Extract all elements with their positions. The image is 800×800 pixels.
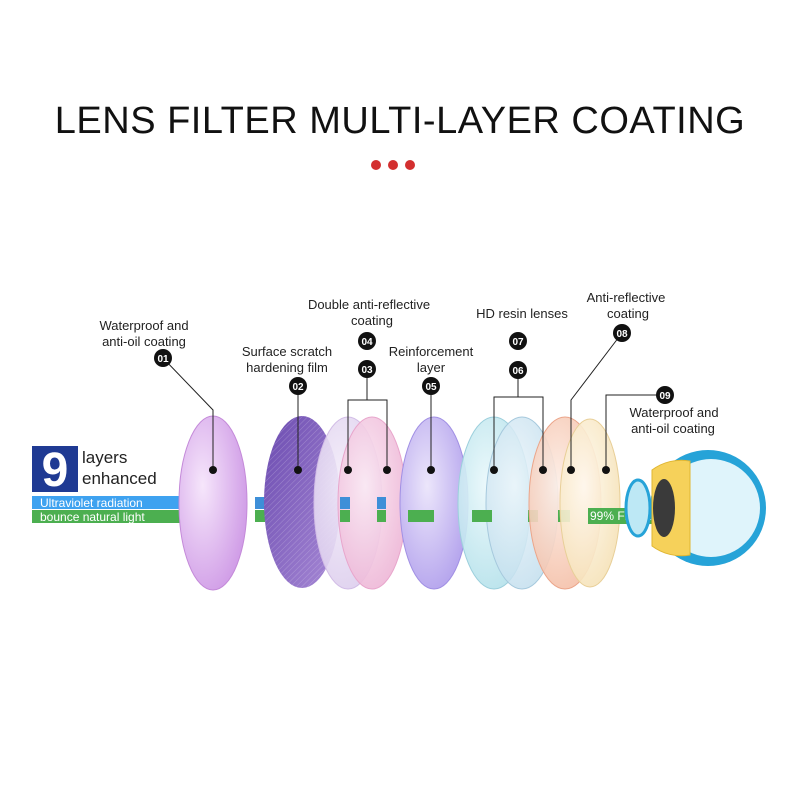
num-badge-06 [509, 361, 527, 379]
num-badge-04 [358, 332, 376, 350]
uv-bar-segment [377, 497, 386, 509]
light-bars: Ultraviolet radiation bounce natural lig… [32, 496, 210, 524]
uv-bar-segment [340, 497, 350, 509]
light-bar-segment [408, 510, 434, 522]
num-badge-02 [289, 377, 307, 395]
label-05-line2: layer [417, 360, 446, 375]
marker-04 [383, 466, 391, 474]
badge-square [32, 446, 78, 492]
num-badge-05 [422, 377, 440, 395]
uv-bar-label: Ultraviolet radiation [40, 496, 143, 510]
light-bar [32, 510, 210, 523]
marker-08 [567, 466, 575, 474]
label-01-line1: Waterproof and [99, 318, 188, 333]
label-05-line1: Reinforcement [389, 344, 474, 359]
light-bar-segment [377, 510, 386, 522]
eye-lens [653, 479, 675, 537]
eye-cornea [624, 478, 652, 538]
num-text-08: 08 [616, 329, 628, 340]
layer-labels: Waterproof and anti-oil coating Surface … [99, 290, 718, 436]
label-04-line1: Double anti-reflective [308, 297, 430, 312]
num-text-05: 05 [425, 382, 437, 393]
label-09-line1: Waterproof and [629, 405, 718, 420]
num-text-01: 01 [157, 354, 169, 365]
marker-03 [344, 466, 352, 474]
light-bar-segment [340, 510, 350, 522]
num-badge-01 [154, 349, 172, 367]
accent-dot [405, 160, 415, 170]
num-text-07: 07 [512, 337, 524, 348]
light-bar-label: bounce natural light [40, 510, 145, 524]
label-02-line2: hardening film [246, 360, 328, 375]
label-08-line2: coating [607, 306, 649, 321]
number-badges: 01 02 03 04 05 06 07 08 09 [154, 324, 674, 404]
badge-line2: enhanced [82, 469, 157, 488]
num-badge-09 [656, 386, 674, 404]
num-text-06: 06 [512, 366, 524, 377]
accent-dot [371, 160, 381, 170]
label-04-line2: coating [351, 313, 393, 328]
leader-line-09 [605, 394, 657, 470]
label-08-line1: Anti-reflective [587, 290, 666, 305]
marker-06 [490, 466, 498, 474]
badge-number: 9 [42, 444, 69, 497]
num-text-02: 02 [292, 382, 304, 393]
num-text-09: 09 [659, 391, 671, 402]
marker-01 [209, 466, 217, 474]
marker-09 [602, 466, 610, 474]
leader-line-08 [570, 332, 623, 470]
accent-dot [388, 160, 398, 170]
uv-bar [32, 496, 210, 509]
leader-line-01 [162, 357, 214, 470]
label-09-line2: anti-oil coating [631, 421, 715, 436]
num-text-03: 03 [361, 365, 373, 376]
layers-badge: 9 layers enhanced [32, 444, 157, 497]
num-text-04: 04 [361, 337, 373, 348]
label-07-line1: HD resin lenses [476, 306, 568, 321]
num-badge-08 [613, 324, 631, 342]
lens-stack [178, 415, 621, 591]
decorative-dots [368, 160, 432, 172]
marker-05 [427, 466, 435, 474]
layer-markers [209, 466, 610, 474]
light-bar-segment [472, 510, 492, 522]
label-02-line1: Surface scratch [242, 344, 332, 359]
lens-layer-09 [559, 418, 621, 588]
page-title: LENS FILTER MULTI-LAYER COATING [54, 100, 746, 142]
label-01-line2: anti-oil coating [102, 334, 186, 349]
badge-line1: layers [82, 448, 127, 467]
marker-07 [539, 466, 547, 474]
callout-lines [162, 332, 657, 470]
marker-02 [294, 466, 302, 474]
num-badge-07 [509, 332, 527, 350]
num-badge-03 [358, 360, 376, 378]
eye-illustration [624, 450, 766, 566]
